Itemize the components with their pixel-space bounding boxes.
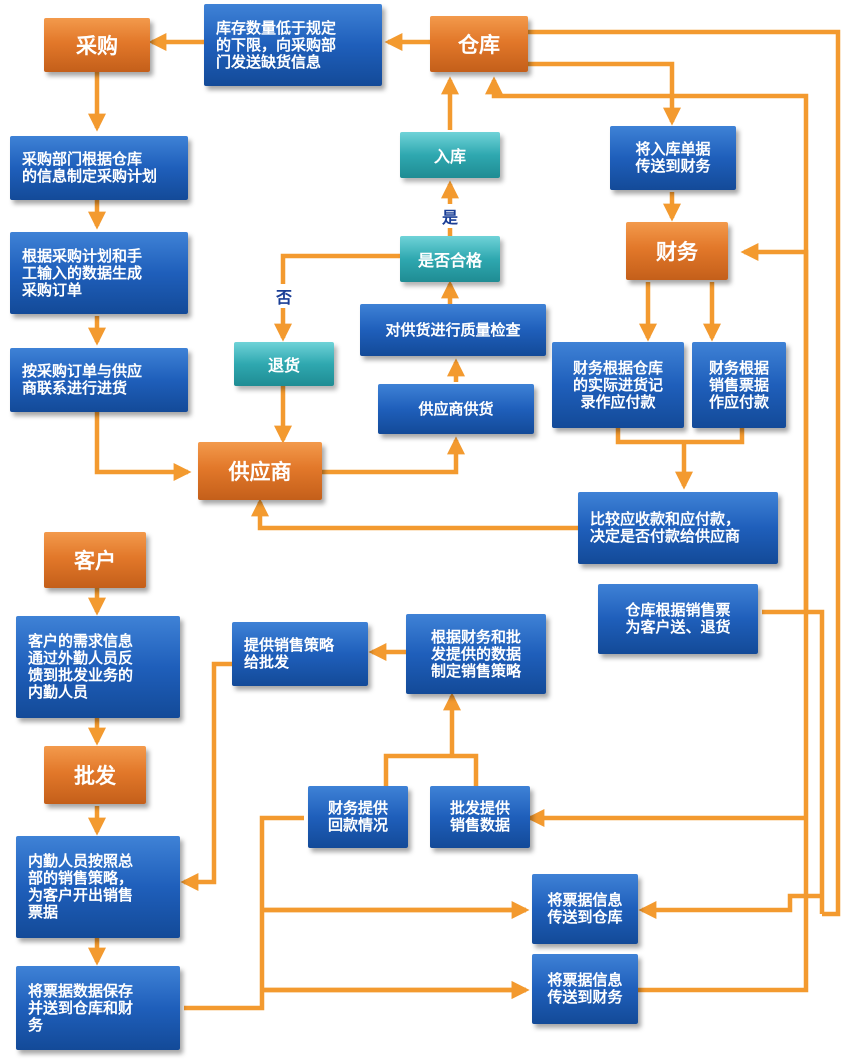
arrow-warehouse-to-receipt — [528, 61, 681, 126]
node-supplier-supply: 供应商供货 — [378, 384, 534, 434]
node-staff-invoice: 内勤人员按照总 部的销售策略， 为客户开出销售 票据 — [16, 836, 180, 938]
node-finance: 财务 — [626, 222, 728, 280]
node-warehouse: 仓库 — [430, 16, 528, 72]
node-warehouse-ship: 仓库根据销售票 为客户送、退货 — [598, 584, 758, 654]
node-purchase-plan: 采购部门根据仓库 的信息制定采购计划 — [10, 136, 188, 200]
node-wholesale-sales-data: 批发提供 销售数据 — [430, 786, 530, 848]
node-finance-by-invoice: 财务根据 销售票据 作应付款 — [692, 342, 786, 428]
arrow-contact-to-supplier — [94, 412, 192, 481]
node-qualified: 是否合格 — [400, 236, 500, 282]
node-send-receipt-finance: 将入库单据 传送到财务 — [610, 126, 736, 190]
node-send-to-warehouse: 将票据信息 传送到仓库 — [532, 874, 638, 944]
node-finance-payment-info: 财务提供 回款情况 — [308, 786, 408, 848]
node-wholesale: 批发 — [44, 746, 146, 804]
node-purchase: 采购 — [44, 18, 150, 72]
arrow-provide-to-staff — [180, 661, 262, 891]
node-compare-payment: 比较应收款和应付款， 决定是否付款给供应商 — [578, 492, 778, 564]
node-send-to-finance: 将票据信息 传送到财务 — [532, 954, 638, 1024]
node-finance-by-warehouse: 财务根据仓库 的实际进货记 录作应付款 — [552, 342, 684, 428]
arrow-compare-to-supplier — [251, 498, 578, 531]
arrow-supplier-to-supply — [322, 436, 465, 475]
arrow-to-sendwarehouse — [638, 893, 822, 919]
node-save-invoice: 将票据数据保存 并送到仓库和财 务 — [16, 966, 180, 1050]
node-supplier: 供应商 — [198, 442, 322, 500]
node-quality-check: 对供货进行质量检查 — [360, 304, 546, 356]
node-contact-supplier: 按采购订单与供应 商联系进行进货 — [10, 348, 188, 412]
node-return-goods: 退货 — [234, 342, 334, 386]
node-sales-strategy-to-wholesale: 提供销售策略 给批发 — [232, 622, 368, 686]
node-customer: 客户 — [44, 532, 146, 588]
arrow-sendfinance-to-finance — [636, 243, 809, 993]
arrow-pay-to-compare — [615, 428, 745, 486]
node-in-storage: 入库 — [400, 132, 500, 178]
arrow-qualified-to-return — [274, 253, 400, 342]
node-stock-low: 库存数量低于规定 的下限，向采购部 门发送缺货信息 — [204, 4, 382, 86]
arrow-loop-to-warehouse — [494, 29, 841, 917]
node-gen-order: 根据采购计划和手 工输入的数据生成 采购订单 — [10, 232, 188, 314]
arrow-sendwarehouse-loop — [762, 609, 825, 914]
node-make-strategy: 根据财务和批 发提供的数据 制定销售策略 — [406, 614, 546, 694]
node-customer-demand: 客户的需求信息 通过外勤人员反 馈到批发业务的 内勤人员 — [16, 616, 180, 718]
arrow-data-to-make-strategy — [383, 696, 479, 790]
label-yes: 是 — [440, 204, 461, 228]
label-no: 否 — [274, 284, 295, 308]
